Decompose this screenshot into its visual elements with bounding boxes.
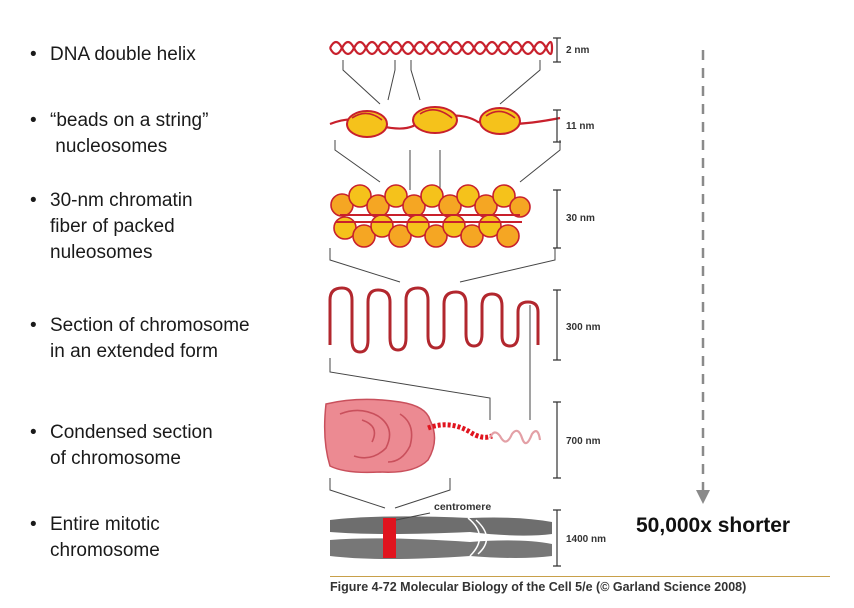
caption-divider [330,576,830,577]
scale-label-2nm: 2 nm [566,45,590,56]
mitotic-chromosome: centromere [330,501,552,559]
label-text: Condensed section of chromosome [50,422,213,469]
scale-label-300nm: 300 nm [566,322,601,333]
scale-bars [553,37,561,567]
extended-chromosome-section [328,286,540,354]
shortening-arrow [696,50,710,504]
scale-label-11nm: 11 nm [566,121,595,132]
label-text: Entire mitotic chromosome [50,514,160,561]
scale-label-700nm: 700 nm [566,436,601,447]
chromatin-fiber [330,184,531,248]
scale-label-30nm: 30 nm [566,213,595,224]
label-text: Section of chromosome in an extended for… [50,315,250,362]
zoom-connectors [329,60,561,509]
label-text: DNA double helix [50,44,196,65]
bullet: • [30,110,37,131]
centromere-marker [383,518,396,558]
dna-double-helix [329,40,554,56]
compaction-summary: 50,000x shorter [636,514,791,537]
centromere-label: centromere [434,501,491,513]
label-text: “beads on a string” nucleosomes [50,110,209,157]
nucleosome-beads [329,106,561,138]
scale-label-1400nm: 1400 nm [566,534,607,545]
bullet: • [30,422,37,443]
condensed-chromosome-section [323,398,542,474]
bullet: • [30,190,37,211]
bullet: • [30,315,37,336]
figure-caption: Figure 4-72 Molecular Biology of the Cel… [330,580,747,594]
bullet: • [30,514,37,535]
bullet: • [30,44,37,65]
label-text: 30-nm chromatin fiber of packed nuleosom… [50,190,193,263]
